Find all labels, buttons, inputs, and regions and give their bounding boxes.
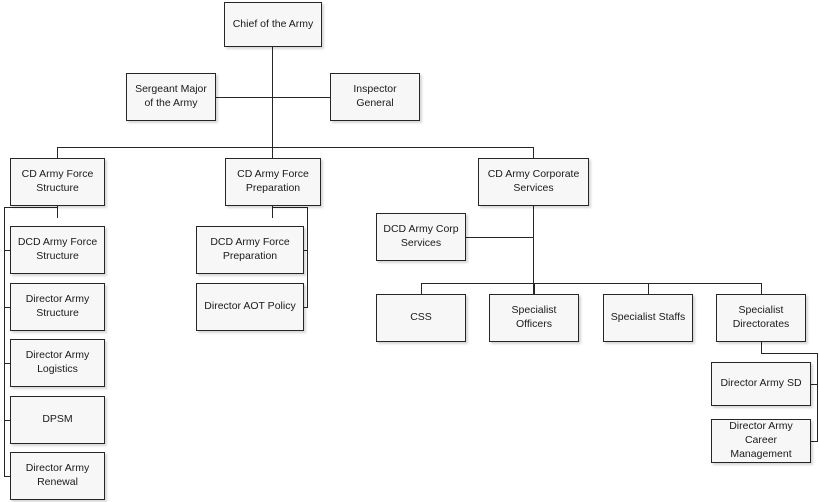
node-label: CD Army Force Preparation (237, 168, 309, 194)
connector-bus-drop-css (421, 283, 423, 295)
node-inspector-general[interactable]: Inspector General (330, 73, 420, 121)
node-label: DCD Army Force Preparation (210, 236, 290, 262)
connector-specialist-directorates-stem (761, 342, 763, 354)
node-label: Director AOT Policy (204, 300, 296, 313)
connector-specialists-bus (421, 283, 761, 285)
connector-bus-drop-specialist-staffs (648, 283, 650, 295)
connector-specialist-directorates-elbow (761, 353, 818, 355)
node-director-army-career-management[interactable]: Director Army Career Management (711, 419, 811, 463)
node-label: Sergeant Major of the Army (135, 83, 207, 109)
node-director-army-logistics[interactable]: Director Army Logistics (10, 339, 105, 387)
connector-bus-drop-specialist-officers (534, 283, 536, 295)
connector-stub-dcd-force-preparation (304, 250, 308, 252)
connector-force-preparation-elbow (272, 207, 308, 209)
node-label: Director Army Renewal (25, 462, 90, 488)
node-label: DCD Army Force Structure (17, 236, 98, 262)
connector-bus-drop-corporate-services (533, 147, 535, 159)
connector-bus-drop-specialist-directorates (761, 283, 763, 295)
node-label: Director Army Career Management (729, 420, 793, 460)
connector-force-preparation-stem (272, 206, 274, 218)
connector-specialist-directorates-spine (817, 353, 819, 442)
node-cd-force-structure[interactable]: CD Army Force Structure (10, 158, 105, 206)
connector-force-structure-spine (4, 207, 6, 476)
node-label: Specialist Officers (511, 304, 557, 330)
node-label: Director Army SD (720, 377, 802, 390)
connector-corporate-services-spine (533, 206, 535, 295)
node-specialist-officers[interactable]: Specialist Officers (489, 294, 579, 342)
node-css[interactable]: CSS (376, 294, 466, 342)
node-director-aot-policy[interactable]: Director AOT Policy (196, 283, 304, 331)
node-director-army-renewal[interactable]: Director Army Renewal (10, 452, 105, 500)
node-specialist-staffs[interactable]: Specialist Staffs (603, 294, 693, 342)
node-dcd-force-preparation[interactable]: DCD Army Force Preparation (196, 226, 304, 274)
connector-stub-director-army-structure (4, 307, 11, 309)
node-label: Director Army Logistics (25, 349, 90, 375)
connector-dcd-corp-services-link (466, 237, 534, 239)
connector-force-structure-elbow (4, 207, 58, 209)
node-label: Director Army Structure (25, 293, 90, 319)
connector-stub-director-army-career-management (811, 441, 818, 443)
node-cd-corporate-services[interactable]: CD Army Corporate Services (478, 158, 589, 206)
node-label: Specialist Staffs (610, 311, 686, 324)
connector-stub-director-aot-policy (304, 307, 308, 309)
node-dcd-force-structure[interactable]: DCD Army Force Structure (10, 226, 105, 274)
connector-stub-dpsm (4, 420, 11, 422)
connector-stub-director-army-logistics (4, 363, 11, 365)
connector-bus-drop-force-preparation (272, 147, 274, 159)
node-sergeant-major[interactable]: Sergeant Major of the Army (126, 73, 216, 121)
connector-stub-dcd-force-structure (4, 250, 11, 252)
connector-divisions-bus (57, 147, 534, 149)
connector-sergeant-major-to-spine (216, 97, 273, 99)
node-director-army-structure[interactable]: Director Army Structure (10, 283, 105, 331)
node-chief[interactable]: Chief of the Army (224, 2, 322, 47)
node-label: Specialist Directorates (732, 304, 790, 330)
connector-stub-director-army-renewal (4, 476, 11, 478)
node-label: CD Army Corporate Services (487, 168, 580, 194)
node-label: DPSM (42, 413, 73, 426)
node-label: CD Army Force Structure (21, 168, 94, 194)
node-cd-force-preparation[interactable]: CD Army Force Preparation (225, 158, 321, 206)
node-dcd-corp-services[interactable]: DCD Army Corp Services (376, 213, 466, 261)
node-dpsm[interactable]: DPSM (10, 396, 105, 444)
node-label: CSS (410, 311, 432, 324)
node-label: Inspector General (353, 83, 397, 109)
node-label: DCD Army Corp Services (383, 223, 459, 249)
connector-force-preparation-spine (307, 207, 309, 307)
connector-stub-director-army-sd (811, 384, 818, 386)
node-specialist-directorates[interactable]: Specialist Directorates (716, 294, 806, 342)
connector-force-structure-stem (57, 206, 59, 218)
node-label: Chief of the Army (232, 17, 314, 30)
node-director-army-sd[interactable]: Director Army SD (711, 362, 811, 406)
connector-inspector-general-to-spine (272, 97, 330, 99)
connector-bus-drop-force-structure (57, 147, 59, 159)
